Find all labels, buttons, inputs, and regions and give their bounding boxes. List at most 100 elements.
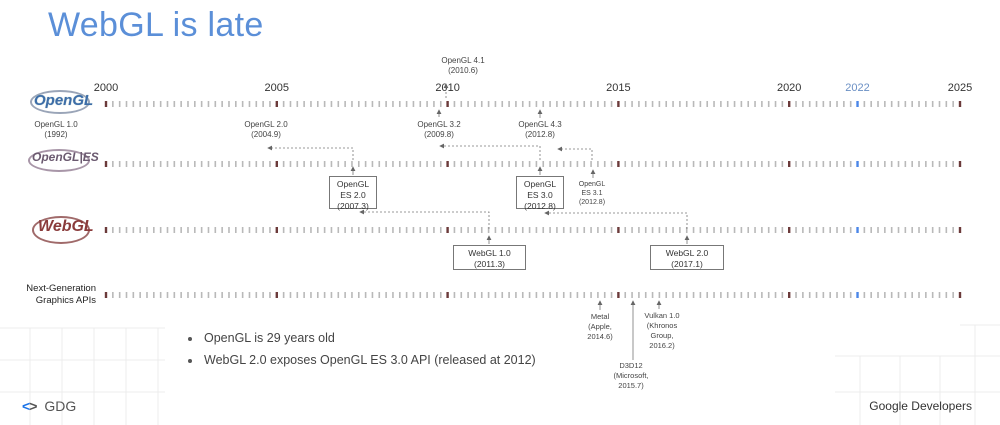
minor-tick [535,101,538,107]
minor-tick [398,227,401,233]
minor-tick [364,227,367,233]
minor-tick [132,292,135,298]
minor-tick [166,161,169,167]
minor-tick [931,292,934,298]
minor-tick [638,227,640,233]
minor-tick [931,161,934,167]
gdg-chevrons-icon: <> [22,398,37,414]
minor-tick [767,161,770,167]
minor-tick [870,292,872,298]
minor-tick [508,101,510,107]
minor-tick [562,227,565,233]
minor-tick [925,101,927,107]
minor-tick [829,227,831,233]
minor-tick [194,101,196,107]
minor-tick [132,101,135,107]
minor-tick [658,227,661,233]
minor-tick [412,227,415,233]
minor-tick [754,292,756,298]
minor-tick [692,101,695,107]
minor-tick [535,292,538,298]
minor-tick [474,227,476,233]
minor-tick [187,161,189,167]
minor-tick [952,227,954,233]
minor-tick [685,101,688,107]
minor-tick [112,101,114,107]
minor-tick [528,227,531,233]
minor-tick [890,161,893,167]
minor-tick [638,101,640,107]
minor-tick [651,101,654,107]
minor-tick [460,227,463,233]
minor-tick [795,292,797,298]
minor-tick [125,227,128,233]
minor-tick [644,292,647,298]
year-label-2015: 2015 [606,82,631,94]
minor-tick [911,227,913,233]
minor-tick [610,161,613,167]
minor-tick [877,227,879,233]
box-line: (2012.8) [524,201,556,211]
minor-tick [112,292,114,298]
minor-tick [945,227,948,233]
slide-title: WebGL is late [48,6,264,44]
minor-tick [897,101,900,107]
minor-tick [453,161,456,167]
minor-tick [419,292,422,298]
minor-tick [364,161,367,167]
webgl1-to-es20 [359,209,490,229]
major-tick [958,101,962,107]
minor-tick [221,227,223,233]
minor-tick [494,101,497,107]
major-tick [788,101,791,107]
minor-tick [590,227,592,233]
minor-tick [392,161,394,167]
minor-tick [405,161,408,167]
minor-tick [194,227,196,233]
gdg-logo: <> GDG [22,398,76,414]
minor-tick [282,101,285,107]
minor-tick [214,101,217,107]
minor-tick [248,292,251,298]
minor-tick [330,227,333,233]
minor-tick [296,101,299,107]
minor-tick [774,161,777,167]
minor-tick [419,101,422,107]
minor-tick [603,101,606,107]
note-line: Group, [650,331,674,340]
minor-tick [754,161,756,167]
minor-tick [480,161,483,167]
minor-tick [576,227,579,233]
minor-tick [733,161,736,167]
minor-tick [364,101,367,107]
minor-tick [603,161,606,167]
minor-tick [344,227,346,233]
minor-tick [597,101,599,107]
minor-tick [460,101,463,107]
timeline-row-webgl [104,227,962,233]
major-tick [275,227,278,233]
minor-tick [392,101,394,107]
minor-tick [658,101,661,107]
minor-tick [228,292,230,298]
note-opengl-es-3-1: OpenGL ES 3.1 (2012.8) [579,180,605,207]
minor-tick [836,292,838,298]
minor-tick [706,161,709,167]
minor-tick [474,161,476,167]
note-line: 2014.6) [587,332,613,341]
minor-tick [494,227,497,233]
minor-tick [904,227,907,233]
minor-tick [289,101,292,107]
minor-tick [918,227,920,233]
note-line: 2016.2) [649,341,675,350]
minor-tick [515,292,517,298]
opengles-logo: OpenGL|ES [32,150,99,164]
minor-tick [330,292,333,298]
minor-tick [439,161,442,167]
minor-tick [344,101,346,107]
minor-tick [761,292,763,298]
minor-tick [938,161,941,167]
minor-tick [269,227,271,233]
box-line: (2007.3) [337,201,369,211]
minor-tick [235,227,237,233]
